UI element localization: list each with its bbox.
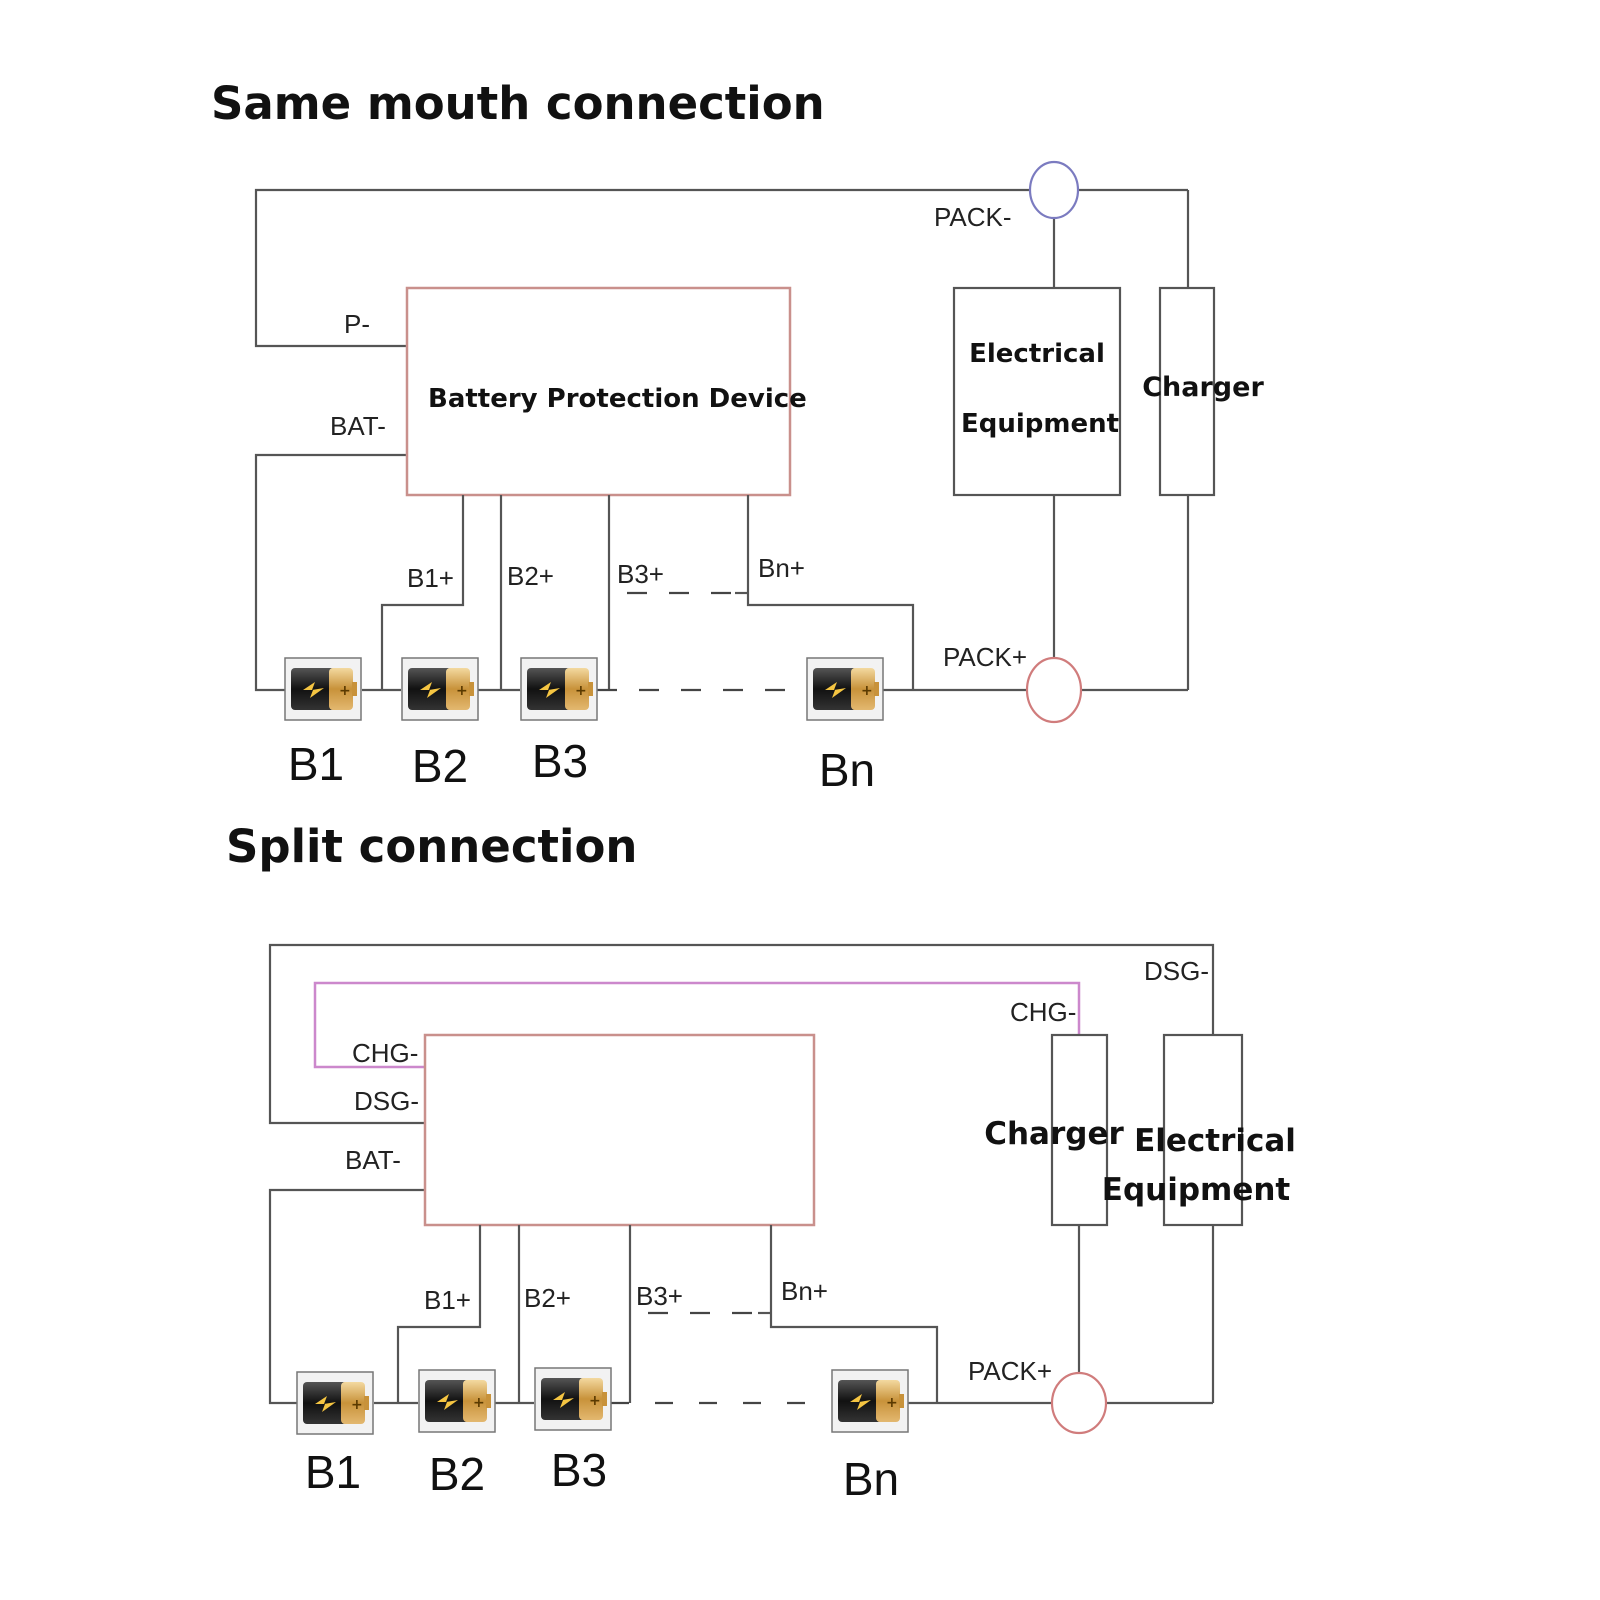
battery-protection-device: [405, 286, 792, 497]
pack-minus-terminal: [1028, 160, 1080, 220]
battery-cell-icon: [520, 657, 598, 721]
charger-label-bottom: Charger: [984, 1116, 1124, 1152]
battery-protection-device-bottom: [423, 1033, 816, 1227]
chg-minus-label-right: CHG-: [1010, 997, 1076, 1027]
pack-plus-terminal-bottom: [1050, 1371, 1108, 1435]
b1-plus-label-bottom: B1+: [424, 1285, 471, 1315]
p-minus-label: P-: [344, 309, 370, 339]
p-minus-wire: [254, 188, 1029, 348]
b1-tap-wire-bottom: [396, 1225, 482, 1403]
equipment-label-bottom: Equipment: [1102, 1172, 1291, 1208]
cell-label-b1-bottom: B1: [305, 1446, 361, 1498]
bn-plus-label-bottom: Bn+: [781, 1276, 828, 1306]
pack-minus-label: PACK-: [934, 202, 1012, 232]
chg-minus-wire: [313, 981, 1081, 1069]
bottom-title: Split connection: [226, 820, 637, 873]
b3-plus-label: B3+: [617, 559, 664, 589]
pack-plus-terminal: [1025, 656, 1083, 724]
b3-plus-label-bottom: B3+: [636, 1281, 683, 1311]
battery-cell-icon: [418, 1369, 496, 1433]
bat-minus-wire-bottom: [268, 1188, 425, 1405]
bn-tap-wire-bottom: [769, 1225, 939, 1403]
electrical-equipment-box: [952, 286, 1122, 497]
b2-plus-label: B2+: [507, 561, 554, 591]
bat-minus-label-bottom: BAT-: [345, 1145, 401, 1175]
bpd-label: Battery Protection Device: [428, 384, 807, 414]
bn-tap-wire: [746, 495, 915, 690]
battery-cell-icon: [284, 657, 362, 721]
cell-label-b1: B1: [288, 738, 344, 790]
bn-plus-label: Bn+: [758, 553, 805, 583]
battery-cell-icon: [831, 1369, 909, 1433]
dsg-minus-label-left: DSG-: [354, 1086, 419, 1116]
cell-label-b2-bottom: B2: [429, 1448, 485, 1500]
equipment-label: Equipment: [961, 409, 1119, 439]
battery-cell-icon: [401, 657, 479, 721]
bat-minus-label: BAT-: [330, 411, 386, 441]
electrical-equipment-box-bottom: [1162, 1033, 1244, 1227]
electrical-label-bottom: Electrical: [1134, 1123, 1296, 1159]
cell-label-bn: Bn: [819, 744, 875, 796]
battery-cell-icon: [534, 1367, 612, 1431]
charger-box: [1158, 286, 1216, 497]
charger-label: Charger: [1142, 372, 1264, 403]
chg-minus-label-left: CHG-: [352, 1038, 418, 1068]
cell-label-b3-bottom: B3: [551, 1444, 607, 1496]
electrical-label: Electrical: [969, 339, 1105, 369]
b2-plus-label-bottom: B2+: [524, 1283, 571, 1313]
dsg-minus-wire: [268, 943, 1215, 1125]
pack-plus-label: PACK+: [943, 642, 1027, 672]
battery-cell-icon: [296, 1371, 374, 1435]
b1-plus-label: B1+: [407, 563, 454, 593]
cell-label-bn-bottom: Bn: [843, 1453, 899, 1505]
cell-label-b2: B2: [412, 740, 468, 792]
bat-minus-wire: [254, 453, 407, 692]
pack-plus-label-bottom: PACK+: [968, 1356, 1052, 1386]
b1-tap-wire: [380, 495, 465, 690]
top-title: Same mouth connection: [211, 77, 825, 130]
cell-label-b3: B3: [532, 735, 588, 787]
charger-box-bottom: [1050, 1033, 1109, 1227]
dsg-minus-label-right: DSG-: [1144, 956, 1209, 986]
battery-cell-icon: [806, 657, 884, 721]
